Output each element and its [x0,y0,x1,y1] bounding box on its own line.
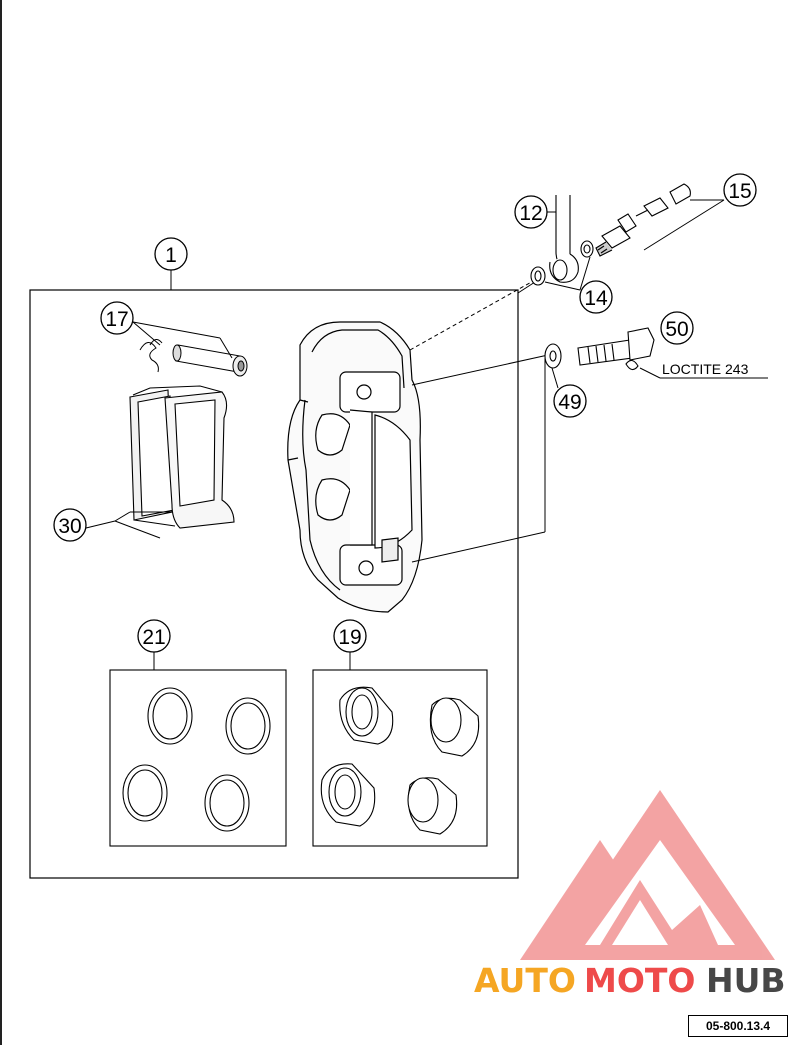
page-left-border [0,0,2,1045]
callout-30: 30 [53,508,161,542]
watermark-logo-triangle [520,790,775,960]
pad-pin-and-clip [132,321,248,377]
mounting-bolt [544,327,655,371]
brake-hose-banjo [530,195,594,286]
seal-kit-21: 21 [109,619,287,847]
logo-auto: AUTO [474,961,576,1000]
watermark-logo-text: AUTO MOTO HUB [474,961,786,1000]
callout-49: 49 [551,367,587,418]
callout-17: 17 [100,301,134,335]
callout-15-label: 15 [728,180,751,203]
callout-30-label: 30 [58,515,81,538]
bleeder-and-banjo-bolt [595,183,691,257]
loctite-label: LOCTITE 243 [662,361,749,377]
callout-17-label: 17 [105,308,128,331]
callout-50-label: 50 [665,318,688,341]
callout-1: 1 [154,237,188,271]
callout-15: 15 [643,173,757,251]
logo-hub: HUB [706,961,786,1000]
callout-12: 12 [514,195,556,229]
piston-kit-19: 19 [312,619,488,847]
assembly-leaders [409,279,549,563]
callout-49-label: 49 [558,391,581,414]
loctite-note: LOCTITE 243 [639,361,768,379]
logo-moto: MOTO [584,961,695,1000]
diagram-reference-code: 05-800.13.4 [688,1015,788,1037]
callout-21-label: 21 [142,626,165,649]
callout-14-label: 14 [584,287,608,310]
callout-12-label: 12 [519,202,542,225]
callout-14: 14 [544,256,613,314]
assembly-box-1 [29,289,519,879]
brake-pads [129,385,235,529]
caliper-body [287,321,423,613]
callout-19-label: 19 [338,626,361,649]
callout-1-label: 1 [165,244,177,267]
callout-50: 50 [660,311,694,345]
